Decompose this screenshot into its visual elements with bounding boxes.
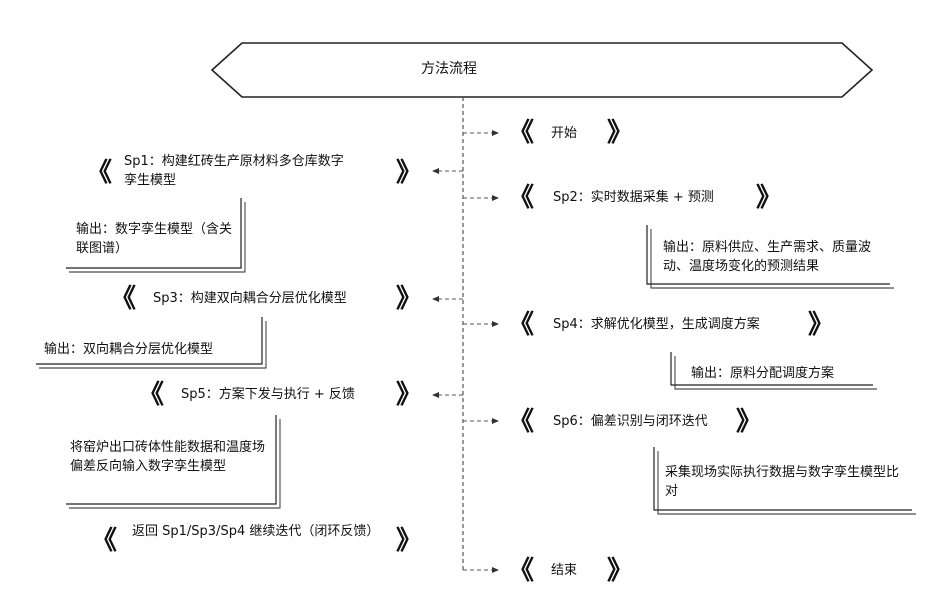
header-hexagon — [212, 43, 872, 97]
header-title: 方法流程 — [421, 60, 477, 79]
bracket-open: 《 — [508, 120, 530, 146]
bracket-open: 《 — [508, 185, 530, 211]
bracket-open: 《 — [91, 528, 113, 554]
bracket-close: 》 — [396, 528, 418, 554]
bracket-close: 》 — [607, 120, 629, 146]
sp6-title: Sp6：偏差识别与闭环迭代 — [553, 412, 708, 431]
sp1-title: Sp1：构建红砖生产原材料多仓库数字孪生模型 — [124, 152, 354, 190]
bracket-close: 》 — [607, 558, 629, 584]
sp4-output: 输出：原料分配调度方案 — [691, 364, 834, 383]
bracket-close: 》 — [756, 185, 778, 211]
sp2-output: 输出：原料供应、生产需求、质量波动、温度场变化的预测结果 — [663, 238, 885, 276]
start-title: 开始 — [551, 124, 577, 143]
bracket-open: 《 — [110, 286, 132, 312]
sp3-title: Sp3：构建双向耦合分层优化模型 — [153, 289, 347, 308]
bracket-close: 》 — [808, 312, 830, 338]
sp5-title: Sp5：方案下发与执行 + 反馈 — [181, 385, 355, 404]
bracket-close: 》 — [396, 286, 418, 312]
sp5-output: 将窑炉出口砖体性能数据和温度场偏差反向输入数字孪生模型 — [70, 438, 270, 476]
bracket-open: 《 — [508, 409, 530, 435]
sp6-output: 采集现场实际执行数据与数字孪生模型比对 — [665, 463, 909, 501]
bracket-open: 《 — [138, 382, 160, 408]
sp2-title: Sp2：实时数据采集 + 预测 — [553, 188, 714, 207]
bracket-close: 》 — [396, 382, 418, 408]
sp3-output: 输出：双向耦合分层优化模型 — [44, 340, 213, 359]
bracket-open: 《 — [508, 558, 530, 584]
return-title: 返回 Sp1/Sp3/Sp4 继续迭代（闭环反馈） — [132, 522, 396, 541]
bracket-close: 》 — [396, 160, 418, 186]
bracket-open: 《 — [508, 312, 530, 338]
sp1-output: 输出：数字孪生模型（含关联图谱） — [76, 220, 236, 258]
bracket-open: 《 — [86, 160, 108, 186]
sp4-title: Sp4：求解优化模型，生成调度方案 — [553, 315, 760, 334]
end-title: 结束 — [551, 561, 577, 580]
bracket-close: 》 — [736, 409, 758, 435]
